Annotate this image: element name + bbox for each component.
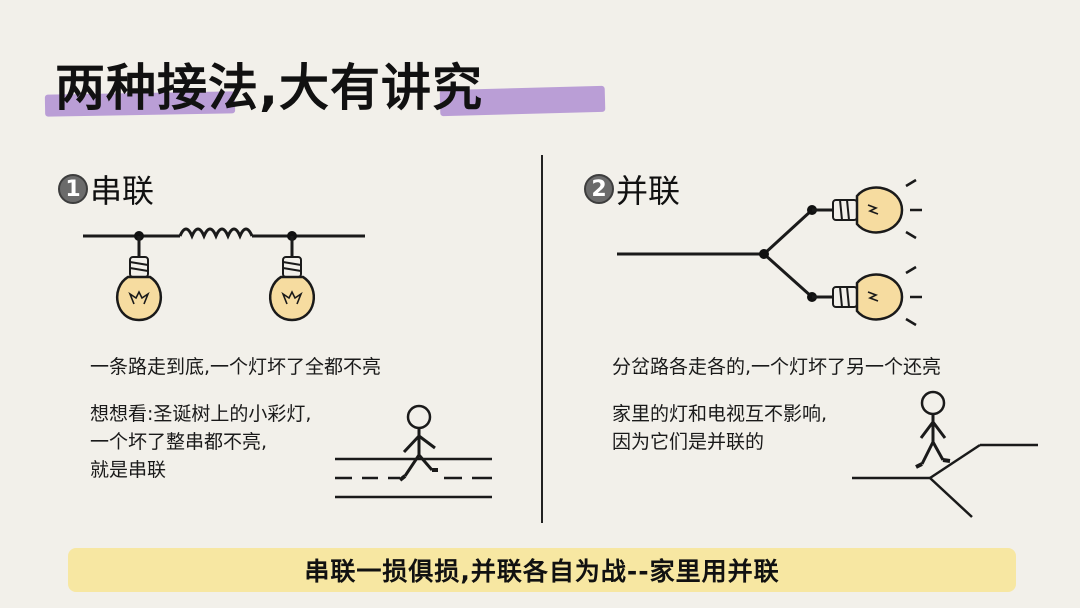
series-bulb-1-icon (116, 236, 162, 322)
series-number-badge: 1 (58, 174, 88, 204)
straight-road-icon (335, 457, 492, 499)
parallel-number-badge: 2 (584, 174, 614, 204)
series-description: 一条路走到底,一个灯坏了全都不亮 (90, 356, 382, 378)
series-note-line-1: 想想看:圣诞树上的小彩灯, (90, 403, 312, 425)
standing-person-icon (915, 390, 951, 469)
series-note-line-2: 一个坏了整串都不亮, (90, 431, 268, 453)
summary-text: 串联一损俱损,并联各自为战--家里用并联 (304, 557, 780, 586)
parallel-bulb-bottom-icon (812, 265, 922, 327)
series-heading-label: 串联 (90, 172, 155, 210)
summary-bar: 串联一损俱损,并联各自为战--家里用并联 (68, 548, 1016, 592)
series-note-line-3: 就是串联 (90, 459, 167, 481)
parallel-heading-label: 并联 (616, 172, 681, 210)
parallel-bulb-top-icon (812, 178, 922, 240)
fork-road-icon (852, 443, 1038, 518)
parallel-note-line-2: 因为它们是并联的 (612, 431, 765, 453)
parallel-description: 分岔路各走各的,一个灯坏了另一个还亮 (612, 356, 942, 378)
series-note: 想想看:圣诞树上的小彩灯, 一个坏了整串都不亮, 就是串联 (90, 400, 311, 484)
parallel-note: 家里的灯和电视互不影响, 因为它们是并联的 (612, 400, 827, 456)
series-bulb-2-icon (269, 236, 315, 322)
center-divider (541, 155, 543, 523)
parallel-heading: 2 并联 (584, 166, 680, 212)
parallel-junction-main (759, 249, 769, 259)
page-title: 两种接法,大有讲究 (55, 59, 483, 117)
parallel-note-line-1: 家里的灯和电视互不影响, (612, 403, 828, 425)
series-heading: 1 串联 (58, 166, 154, 212)
